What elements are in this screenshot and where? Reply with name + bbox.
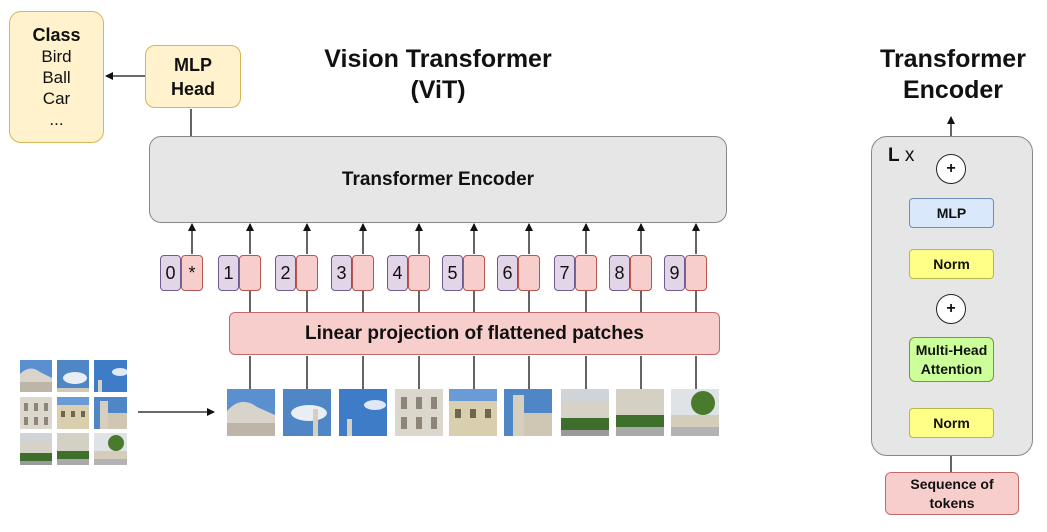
token-to-encoder-arrows	[188, 223, 700, 254]
encoder-norm-bottom: Norm	[909, 408, 994, 438]
position-token-2: 2	[275, 255, 296, 291]
encoder-detail-title-line-2: Encoder	[902, 76, 1004, 104]
grid-patch-8	[57, 433, 89, 465]
position-token-1: 1	[218, 255, 239, 291]
encoder-mlp-block: MLP	[909, 198, 994, 228]
norm-label: Norm	[933, 256, 970, 272]
layer-repeat-label: L x	[888, 145, 914, 167]
residual-add-top: +	[936, 154, 966, 184]
encoder-norm-top: Norm	[909, 249, 994, 279]
patch-7	[561, 389, 609, 436]
diagram-title-line-2: (ViT)	[410, 76, 466, 104]
patch-embedding-6	[518, 255, 540, 291]
grid-patch-2	[57, 360, 89, 392]
patch-3	[339, 389, 387, 436]
position-token-4: 4	[387, 255, 408, 291]
sequence-of-tokens-box: Sequence of tokens	[885, 472, 1019, 515]
plus-sign: +	[946, 160, 956, 177]
grid-patch-5	[57, 397, 89, 429]
patch-8	[616, 389, 664, 436]
grid-patch-4	[20, 397, 52, 429]
patch-embedding-7	[575, 255, 597, 291]
class-title: Class	[32, 24, 81, 45]
class-item: Car	[42, 88, 71, 108]
patch-2	[283, 389, 331, 436]
position-token-5: 5	[442, 255, 463, 291]
position-token-6: 6	[497, 255, 518, 291]
token-label: 3	[336, 262, 347, 283]
patch-embedding-8	[630, 255, 652, 291]
mha-label-2: Attention	[920, 360, 983, 377]
position-token-0: 0	[160, 255, 181, 291]
grid-patch-1	[20, 360, 52, 392]
class-item: Bird	[41, 46, 72, 66]
mha-label-1: Multi-Head	[915, 341, 988, 358]
patch-4	[395, 389, 443, 436]
encoder-detail-title: Transformer Encoder	[864, 44, 1042, 106]
diagram-title-line-1: Vision Transformer	[324, 45, 552, 73]
class-token-star: *	[188, 262, 196, 283]
token-label: 1	[223, 262, 234, 283]
grid-patch-3	[94, 360, 127, 392]
layer-repeat-x: x	[904, 145, 915, 166]
token-label: 5	[447, 262, 458, 283]
patch-9	[671, 389, 719, 436]
token-label: 0	[165, 262, 176, 283]
multi-head-attention-block: Multi-Head Attention	[909, 337, 994, 382]
patch-embedding-9	[685, 255, 707, 291]
class-token-embedding: *	[181, 255, 203, 291]
patch-embedding-5	[463, 255, 485, 291]
patch-1	[227, 389, 275, 436]
encoder-detail-title-line-1: Transformer	[880, 45, 1026, 73]
encoder-mlp-label: MLP	[936, 205, 967, 221]
linear-projection-block: Linear projection of flattened patches	[229, 312, 720, 355]
grid-patch-6	[94, 397, 127, 429]
transformer-encoder-label: Transformer Encoder	[341, 168, 535, 190]
mlp-head-box: MLP Head	[145, 45, 241, 108]
grid-patch-9	[94, 433, 127, 465]
token-label: 2	[280, 262, 291, 283]
patch-6	[504, 389, 552, 436]
patch-5	[449, 389, 497, 436]
grid-patch-7	[20, 433, 52, 465]
linear-projection-label: Linear projection of flattened patches	[305, 322, 644, 344]
projection-to-token-lines	[249, 291, 697, 312]
patch-embedding-3	[352, 255, 374, 291]
seq-label-1: Sequence of	[910, 475, 994, 492]
layer-count-symbol: L	[888, 145, 900, 166]
class-item: Ball	[42, 67, 71, 87]
position-token-7: 7	[554, 255, 575, 291]
norm-label: Norm	[933, 415, 970, 431]
plus-sign: +	[946, 300, 956, 317]
patch-embedding-4	[408, 255, 430, 291]
mlp-head-label-1: MLP	[174, 54, 212, 75]
diagram-title: Vision Transformer (ViT)	[300, 44, 576, 106]
seq-label-2: tokens	[929, 494, 975, 511]
token-label: 6	[502, 262, 513, 283]
token-label: 9	[669, 262, 680, 283]
patch-to-projection-lines	[249, 356, 697, 389]
transformer-encoder-block: Transformer Encoder	[149, 136, 727, 223]
class-output-box: Class Bird Ball Car ...	[9, 11, 104, 143]
position-token-9: 9	[664, 255, 685, 291]
position-token-3: 3	[331, 255, 352, 291]
token-label: 4	[392, 262, 403, 283]
position-token-8: 8	[609, 255, 630, 291]
class-item: ...	[49, 109, 64, 129]
token-label: 8	[614, 262, 625, 283]
residual-add-bottom: +	[936, 294, 966, 324]
token-label: 7	[559, 262, 570, 283]
patch-embedding-2	[296, 255, 318, 291]
patch-embedding-1	[239, 255, 261, 291]
mlp-head-label-2: Head	[170, 78, 215, 99]
